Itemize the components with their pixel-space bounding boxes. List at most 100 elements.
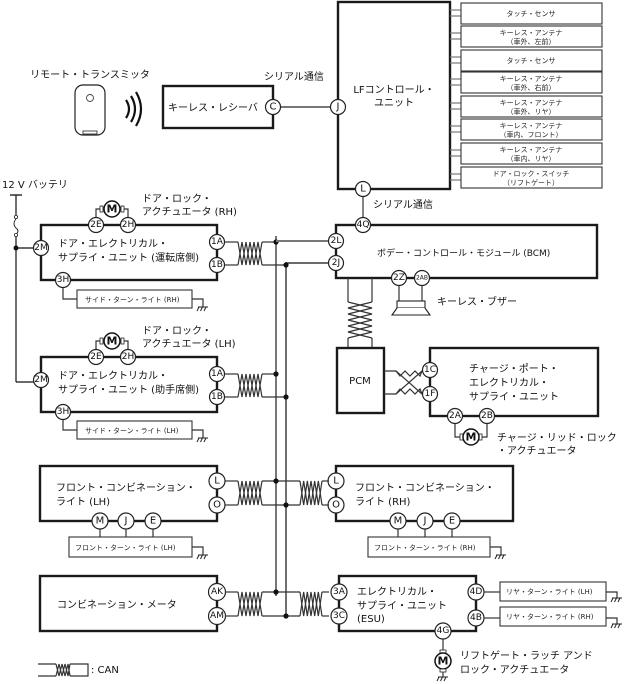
svg-text:2L: 2L bbox=[331, 236, 342, 246]
pin-bcm-2l bbox=[327, 232, 345, 250]
key-fob-icon bbox=[74, 84, 106, 136]
esu-label-2: サプライ・ユニット bbox=[357, 600, 447, 612]
remote-transmitter-label: リモート・トランスミッタ bbox=[30, 69, 150, 81]
pin-door_rh-2h bbox=[119, 216, 137, 234]
serial-comm-label-bottom: シリアル通信 bbox=[373, 199, 433, 211]
front-combo-label-2: ライト (LH) bbox=[56, 496, 110, 508]
svg-text:3C: 3C bbox=[333, 611, 345, 621]
svg-text:タッチ・センサ: タッチ・センサ bbox=[507, 56, 556, 65]
liftgate-actuator-label-1: リフトゲート・ラッチ アンド bbox=[460, 650, 593, 662]
svg-text:3A: 3A bbox=[333, 587, 346, 597]
svg-text:1A: 1A bbox=[211, 369, 224, 379]
serial-comm-label-top: シリアル通信 bbox=[264, 71, 324, 83]
svg-text:O: O bbox=[332, 500, 340, 511]
charge-lid-actuator-label-1: チャージ・リッド・ロック bbox=[497, 432, 617, 444]
front-combo-label-1: フロント・コンビネーション・ bbox=[355, 482, 495, 494]
svg-text:E: E bbox=[449, 516, 455, 527]
svg-text:キーレス・アンテナ: キーレス・アンテナ bbox=[500, 29, 563, 37]
svg-text:M: M bbox=[394, 516, 403, 527]
svg-text:L: L bbox=[214, 476, 220, 487]
pin-door_lh-2h bbox=[119, 348, 137, 366]
svg-text:1F: 1F bbox=[425, 389, 436, 399]
svg-text:（車外、右前）: （車外、右前） bbox=[507, 83, 556, 92]
pin-bcm-2z bbox=[390, 269, 408, 287]
lf-output-item: タッチ・センサ bbox=[450, 49, 603, 72]
pin-lf-j bbox=[329, 98, 347, 116]
electrical-supply-unit-esu: 3A 3C エレクトリカル・ サプライ・ユニット (ESU) 4D 4B 4G … bbox=[330, 574, 618, 677]
can-links bbox=[225, 478, 329, 619]
svg-text:2E: 2E bbox=[90, 220, 102, 230]
liftgate-actuator-label-2: ロック・アクチュエータ bbox=[460, 664, 569, 676]
charge-lid-actuator-label-2: ・アクチュエータ bbox=[497, 445, 577, 457]
pin-door_lh-1b bbox=[208, 388, 226, 406]
svg-text:M: M bbox=[466, 431, 477, 444]
pin-door_rh-1b bbox=[208, 256, 226, 274]
svg-text:1B: 1B bbox=[211, 260, 223, 270]
pin-lf-l bbox=[354, 180, 372, 198]
svg-text:1B: 1B bbox=[211, 392, 223, 402]
pin-bcm-2j bbox=[327, 254, 345, 272]
svg-text:キーレス・アンテナ: キーレス・アンテナ bbox=[500, 146, 563, 154]
svg-text:M: M bbox=[107, 203, 118, 216]
lf-output-item: キーレス・アンテナ（車内、リヤ） bbox=[450, 142, 603, 165]
bcm-pcm-can-link bbox=[347, 278, 373, 348]
door-lock-actuator-label-1: ドア・ロック・ bbox=[142, 325, 212, 337]
svg-text:AK: AK bbox=[211, 587, 224, 597]
svg-text:キーレス・アンテナ: キーレス・アンテナ bbox=[500, 99, 563, 107]
svg-text:キーレス・アンテナ: キーレス・アンテナ bbox=[500, 75, 563, 83]
keyless-receiver: キーレス・レシーバ C シリアル通信 bbox=[161, 71, 331, 130]
svg-text:J: J bbox=[423, 516, 427, 527]
legend: : CAN bbox=[38, 663, 119, 677]
svg-text:1A: 1A bbox=[211, 237, 224, 247]
svg-text:4D: 4D bbox=[470, 587, 483, 597]
svg-text:2M: 2M bbox=[34, 243, 48, 253]
lf-control-unit: LFコントロール・ ユニット J L シリアル通信 bbox=[329, 0, 452, 215]
battery-feed: 12 V バッテリ bbox=[2, 179, 68, 383]
front-turn-light-label: フロント・ターン・ライト (RH) bbox=[374, 543, 476, 552]
svg-text:O: O bbox=[213, 500, 221, 511]
fuse-icon bbox=[13, 214, 19, 237]
svg-text:L: L bbox=[360, 184, 366, 195]
combination-meter: コンビネーション・メータ AK AM bbox=[38, 574, 227, 633]
ground-icon bbox=[436, 676, 448, 682]
svg-text:2A: 2A bbox=[449, 411, 462, 421]
svg-text:4Q: 4Q bbox=[357, 220, 370, 230]
rear-turn-light-rh bbox=[499, 606, 607, 627]
lf-output-item: キーレス・アンテナ（車外、左前） bbox=[450, 25, 603, 48]
motor-icon: M bbox=[99, 332, 125, 350]
ground-icon bbox=[196, 437, 208, 443]
rear-turn-light-rh-label: リヤ・ターン・ライト (RH) bbox=[506, 612, 594, 621]
svg-text:（リフトゲート）: （リフトゲート） bbox=[503, 178, 559, 187]
svg-text:1C: 1C bbox=[424, 365, 436, 375]
keyless-buzzer-label: キーレス・ブザー bbox=[437, 295, 517, 308]
svg-text:AM: AM bbox=[210, 611, 224, 621]
svg-text:2J: 2J bbox=[332, 258, 340, 268]
lf-output-item: キーレス・アンテナ（車内、フロント） bbox=[450, 118, 603, 141]
svg-text:2AB: 2AB bbox=[416, 275, 428, 282]
ground-icon bbox=[494, 554, 506, 560]
pin-door_rh-3h bbox=[54, 271, 72, 289]
svg-text:C: C bbox=[270, 102, 277, 113]
svg-text:J: J bbox=[336, 102, 340, 113]
pin-charge-1c bbox=[421, 361, 439, 379]
pin-receiver-c bbox=[264, 98, 282, 116]
pin-door_rh-2m bbox=[32, 239, 50, 257]
esu-label-1: エレクトリカル・ bbox=[357, 586, 437, 598]
door-unit-label-1: ドア・エレクトリカル・ bbox=[58, 238, 168, 250]
svg-text:4B: 4B bbox=[470, 613, 482, 623]
pcm: PCM bbox=[335, 346, 386, 415]
pin-charge-1f bbox=[421, 385, 439, 403]
front-combo-label-1: フロント・コンビネーション・ bbox=[56, 482, 196, 494]
ground-symbols bbox=[436, 597, 622, 682]
door-unit-label-1: ドア・エレクトリカル・ bbox=[58, 370, 168, 382]
liftgate-motor-icon: M bbox=[434, 649, 452, 673]
side-turn-light-label: サイド・ターン・ライト (LH) bbox=[85, 426, 179, 435]
bcm-label: ボデー・コントロール・モジュール (BCM) bbox=[377, 247, 550, 259]
pcm-label: PCM bbox=[349, 376, 371, 387]
combination-meter-label: コンビネーション・メータ bbox=[57, 599, 177, 611]
svg-text:2M: 2M bbox=[34, 375, 48, 385]
svg-text:2Z: 2Z bbox=[393, 273, 405, 283]
